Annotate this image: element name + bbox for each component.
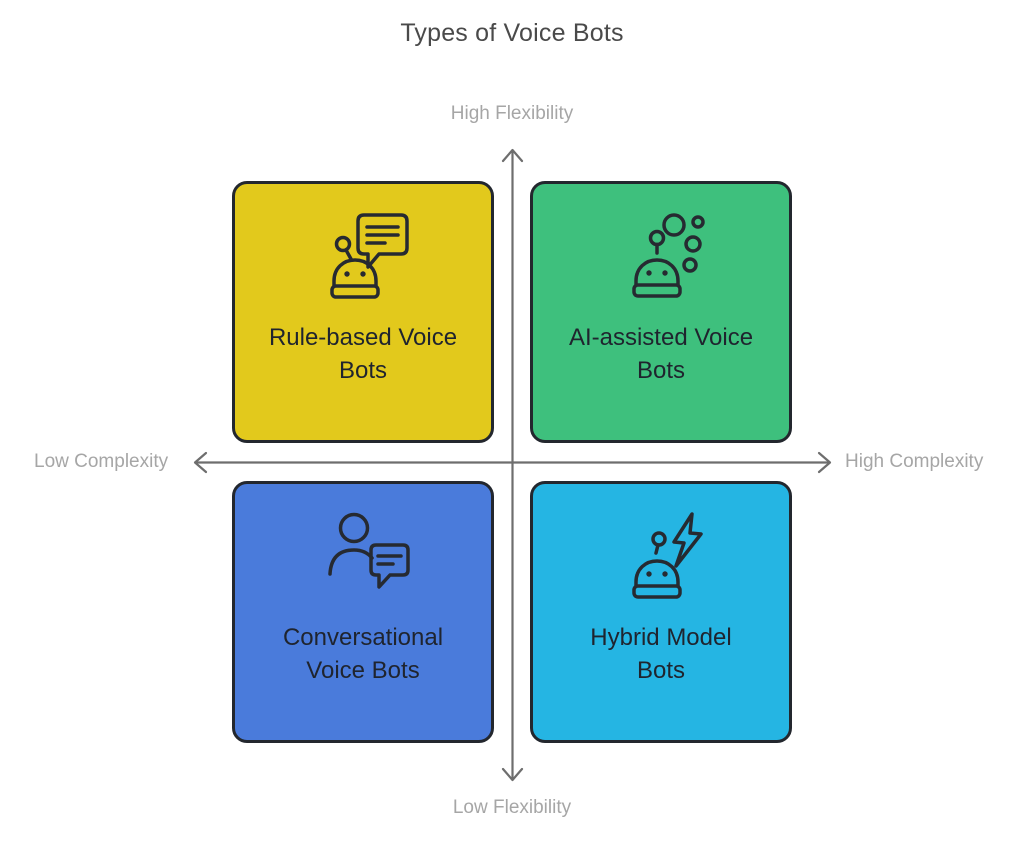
axis-label-low-complexity: Low Complexity bbox=[34, 451, 169, 472]
quadrant-label: Hybrid Model Bots bbox=[590, 624, 732, 684]
diagram-title: Types of Voice Bots bbox=[400, 19, 624, 47]
bot-bubbles-icon bbox=[632, 213, 705, 298]
axis-label-high-flexibility: High Flexibility bbox=[450, 103, 574, 124]
quadrant-ai-assisted-voice-bots: AI-assisted Voice Bots bbox=[530, 181, 792, 443]
bot-lightning-icon bbox=[632, 512, 703, 599]
axis-label-low-flexibility: Low Flexibility bbox=[452, 797, 572, 818]
axis-label-high-complexity: High Complexity bbox=[845, 451, 984, 472]
arrowhead-right-icon bbox=[817, 451, 832, 474]
quadrant-conversational-voice-bots: Conversational Voice Bots bbox=[232, 481, 494, 743]
quadrant-rule-based-voice-bots: Rule-based Voice Bots bbox=[232, 181, 494, 443]
person-chat-icon bbox=[328, 512, 410, 589]
quadrant-label: AI-assisted Voice Bots bbox=[568, 324, 754, 384]
arrowhead-up-icon bbox=[501, 148, 524, 163]
quadrant-label: Rule-based Voice Bots bbox=[268, 324, 458, 384]
quadrant-hybrid-model-bots: Hybrid Model Bots bbox=[530, 481, 792, 743]
bot-chat-icon bbox=[330, 213, 409, 299]
arrowhead-down-icon bbox=[501, 767, 524, 782]
arrowhead-left-icon bbox=[193, 451, 208, 474]
quadrant-label: Conversational Voice Bots bbox=[282, 624, 444, 684]
